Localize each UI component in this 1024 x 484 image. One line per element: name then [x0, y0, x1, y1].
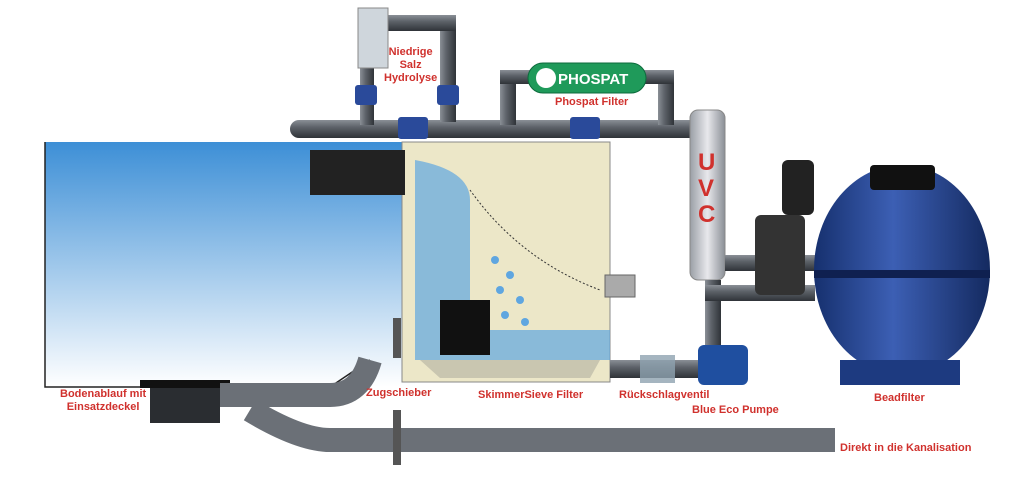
label-line: Einsatzdeckel	[66, 401, 140, 413]
sieve-motor	[440, 300, 490, 355]
label-check-valve: Rückschlagventil	[619, 389, 710, 401]
label-line: Niedrige	[388, 46, 433, 58]
label-skimmer: SkimmerSieve Filter	[478, 389, 584, 401]
ball-valve	[398, 117, 428, 139]
label-sewer: Direkt in die Kanalisation	[840, 442, 972, 454]
label-bottom-drain: Bodenablauf mit Einsatzdeckel	[60, 388, 146, 414]
blue-eco-pump	[698, 345, 748, 385]
water-drops	[491, 256, 529, 326]
multiport-valve	[782, 160, 814, 215]
label-line: Salz	[399, 59, 422, 71]
skimmer-sieve-filter	[310, 141, 636, 383]
label-line: Bodenablauf mit	[60, 388, 147, 400]
skimmer-inlet	[310, 150, 405, 195]
salt-hydrolysis-cell	[357, 7, 389, 69]
label-bead-filter: Beadfilter	[874, 392, 925, 404]
phospat-logo: PHOSPAT	[558, 71, 628, 88]
top-pipe	[290, 7, 710, 139]
gate-valve-handle	[393, 318, 401, 358]
label-salt-hydrolysis: Niedrige Salz Hydrolyse	[384, 46, 437, 85]
pump-section	[610, 160, 815, 385]
bead-filter	[814, 165, 990, 385]
bottom-drain	[150, 383, 220, 423]
label-line: Hydrolyse	[384, 72, 438, 84]
check-valve	[640, 355, 675, 383]
phospat-filter: PHOSPAT	[527, 62, 647, 94]
bottom-pipes	[140, 318, 835, 465]
label-phospat-filter: Phospat Filter	[555, 96, 629, 108]
label-gate-valve: Zugschieber	[366, 387, 432, 399]
label-pump: Blue Eco Pumpe	[692, 404, 779, 416]
ball-valve	[570, 117, 600, 139]
label-uvc: UVC	[698, 149, 716, 228]
